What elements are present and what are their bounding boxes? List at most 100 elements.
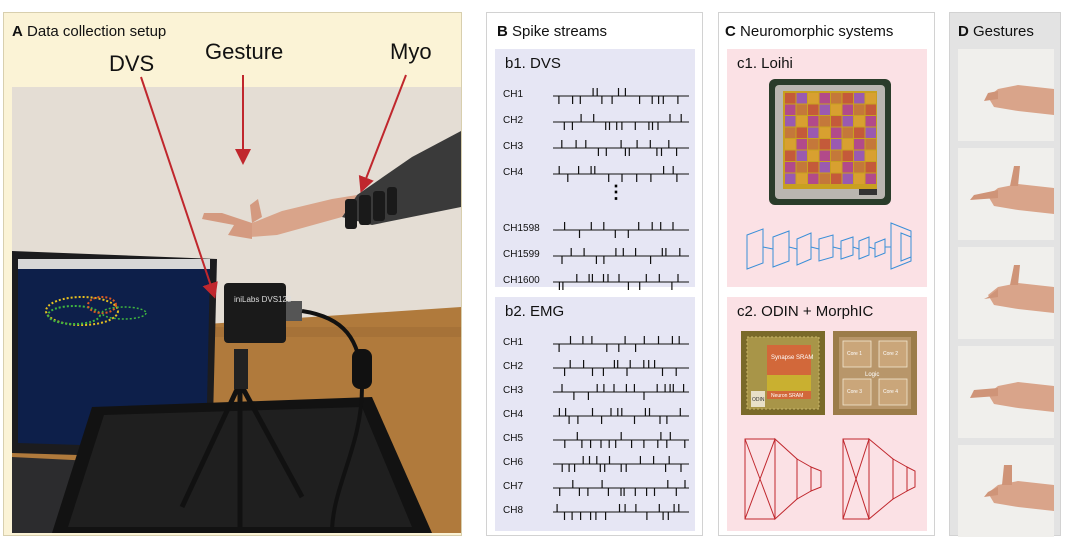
- gesture-image: [958, 445, 1054, 537]
- dvs-channel-label: CH4: [503, 167, 524, 178]
- loihi-core-cell: [796, 127, 807, 138]
- emg-spike-train: [553, 504, 689, 520]
- loihi-core-cell: [831, 93, 842, 104]
- panel-b-title: B Spike streams: [497, 23, 607, 40]
- emg-channel-label: CH4: [503, 409, 524, 420]
- loihi-core-cell: [796, 104, 807, 115]
- dvs-spike-train: [553, 140, 689, 156]
- loihi-core-cell: [819, 127, 830, 138]
- emg-channel-label: CH7: [503, 481, 524, 492]
- loihi-core-cell: [785, 139, 796, 150]
- myo-band-icon: [345, 187, 397, 229]
- loihi-core-cell: [842, 116, 853, 127]
- dvs-channel-label: CH1600: [503, 275, 540, 286]
- gesture-image: [958, 49, 1054, 141]
- arrow-dvs: [140, 76, 218, 299]
- dvs-channel-row: CH1: [503, 87, 693, 105]
- loihi-core-cell: [831, 173, 842, 184]
- panel-d-title-text: Gestures: [973, 23, 1034, 40]
- loihi-core-cell: [831, 104, 842, 115]
- panel-a-letter: A: [12, 23, 23, 40]
- loihi-core-cell: [854, 150, 865, 161]
- morphic-network-diagram: [842, 437, 916, 521]
- dvs-channel-label: CH1599: [503, 249, 540, 260]
- core2-label: Core 2: [883, 351, 898, 357]
- loihi-core-cell: [842, 139, 853, 150]
- loihi-core-cell: [854, 173, 865, 184]
- dvs-channel-label: CH1: [503, 89, 524, 100]
- panel-c-title: C Neuromorphic systems: [725, 23, 893, 40]
- loihi-core-cell: [808, 93, 819, 104]
- emg-channel-row: CH8: [503, 503, 693, 521]
- panel-c-letter: C: [725, 23, 736, 40]
- panel-d-gestures: D Gestures: [949, 12, 1061, 537]
- hand-gesture-icon: [958, 49, 1054, 141]
- loihi-core-cell: [854, 116, 865, 127]
- loihi-core-cell: [785, 116, 796, 127]
- loihi-core-cell: [831, 162, 842, 173]
- emg-channel-row: CH7: [503, 479, 693, 497]
- loihi-core-cell: [808, 150, 819, 161]
- loihi-core-cell: [819, 139, 830, 150]
- panel-d-letter: D: [958, 23, 969, 40]
- dvs-events-visualization: [45, 296, 147, 326]
- emg-channel-row: CH4: [503, 407, 693, 425]
- panel-a-data-collection: A Data collection setup DVS Gesture Myo: [3, 12, 462, 536]
- emg-channel-row: CH5: [503, 431, 693, 449]
- callout-gesture: Gesture: [205, 39, 284, 64]
- dvs-spike-train: [553, 114, 689, 130]
- loihi-subtitle: c1. Loihi: [737, 55, 793, 72]
- loihi-core-cell: [842, 162, 853, 173]
- loihi-core-cell: [796, 162, 807, 173]
- loihi-core-cell: [865, 116, 876, 127]
- loihi-core-cell: [854, 139, 865, 150]
- panel-b-title-text: Spike streams: [512, 23, 608, 40]
- loihi-core-cell: [842, 93, 853, 104]
- emg-spike-train: [553, 336, 689, 352]
- emg-spike-train: [553, 480, 689, 496]
- hand-gesture-icon: [958, 346, 1054, 438]
- loihi-core-cell: [865, 173, 876, 184]
- dvs-channel-row: CH3: [503, 139, 693, 157]
- dvs-camera-icon: iniLabs DVS128: [224, 283, 302, 343]
- loihi-core-cell: [819, 93, 830, 104]
- panel-d-title: D Gestures: [958, 23, 1034, 40]
- emg-channel-row: CH2: [503, 359, 693, 377]
- dvs-subtitle: b1. DVS: [505, 55, 561, 72]
- dvs-channel-row: CH1599: [503, 247, 693, 265]
- gesture-image: [958, 148, 1054, 240]
- emg-channel-row: CH3: [503, 383, 693, 401]
- camera-label: iniLabs DVS128: [234, 295, 292, 304]
- loihi-core-cell: [785, 162, 796, 173]
- loihi-core-cell: [842, 104, 853, 115]
- ellipsis-dots: ⋮: [607, 182, 625, 202]
- hand-gesture-icon: [958, 247, 1054, 339]
- loihi-core-cell: [785, 127, 796, 138]
- emg-subtitle: b2. EMG: [505, 303, 565, 320]
- panel-c-title-text: Neuromorphic systems: [740, 23, 894, 40]
- dvs-spike-train: [553, 88, 689, 104]
- loihi-core-cell: [819, 116, 830, 127]
- emg-channel-label: CH5: [503, 433, 524, 444]
- loihi-core-cell: [785, 93, 796, 104]
- loihi-core-cell: [808, 173, 819, 184]
- emg-channel-label: CH1: [503, 337, 524, 348]
- hand-gesture-icon: [958, 148, 1054, 240]
- loihi-core-cell: [842, 150, 853, 161]
- hand: [202, 213, 252, 239]
- emg-channel-label: CH8: [503, 505, 524, 516]
- core3-label: Core 3: [847, 389, 862, 395]
- dvs-spike-train: [553, 248, 689, 264]
- callout-myo: Myo: [390, 39, 432, 64]
- loihi-core-cell: [819, 150, 830, 161]
- core4-label: Core 4: [883, 389, 898, 395]
- odin-network-diagram: [744, 437, 822, 521]
- emg-channel-label: CH3: [503, 385, 524, 396]
- setup-photo: iniLabs DVS128: [12, 87, 461, 533]
- emg-channel-row: CH1: [503, 335, 693, 353]
- loihi-core-cell: [831, 139, 842, 150]
- dvs-channel-label: CH3: [503, 141, 524, 152]
- loihi-core-cell: [785, 104, 796, 115]
- loihi-core-cell: [854, 104, 865, 115]
